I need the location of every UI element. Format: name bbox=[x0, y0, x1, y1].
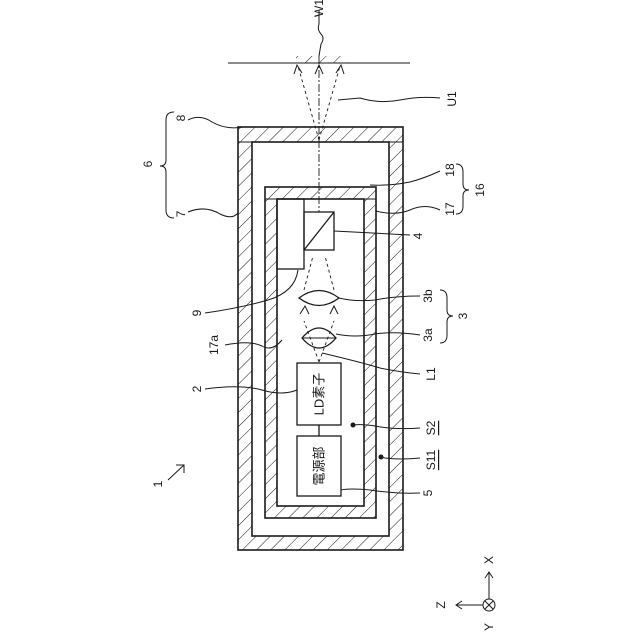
brace-housing bbox=[160, 112, 174, 218]
label-3a: 3a bbox=[421, 328, 435, 342]
ld-element-text: LD素子 bbox=[312, 373, 327, 416]
label-3b: 3b bbox=[421, 289, 435, 303]
beam-l1-left bbox=[304, 321, 319, 362]
label-17a: 17a bbox=[207, 335, 221, 355]
coordinate-axes: X Z Y bbox=[434, 556, 496, 631]
label-s2: S2 bbox=[424, 420, 438, 435]
beam-arrow-right bbox=[330, 306, 338, 314]
label-u1: U1 bbox=[445, 91, 459, 107]
brace-inner-housing bbox=[456, 164, 469, 214]
label-6: 6 bbox=[141, 160, 155, 167]
device-arrow bbox=[168, 465, 184, 480]
beam-u1-arrow-right bbox=[336, 65, 344, 74]
label-s11: S11 bbox=[424, 449, 438, 470]
reference-labels: W1 U1 8 6 7 18 17 16 4 9 3b 3 3a 17a L1 … bbox=[141, 0, 487, 496]
beam-l1-right bbox=[319, 321, 334, 362]
label-8: 8 bbox=[174, 114, 188, 121]
label-4: 4 bbox=[411, 232, 425, 239]
label-18: 18 bbox=[443, 163, 457, 177]
power-unit-block: 電源部 bbox=[297, 436, 341, 496]
prism bbox=[304, 212, 334, 250]
power-unit-text: 電源部 bbox=[312, 446, 327, 485]
label-9: 9 bbox=[190, 309, 204, 316]
label-1: 1 bbox=[151, 480, 165, 487]
label-3: 3 bbox=[456, 312, 470, 319]
beam-paths bbox=[294, 56, 344, 362]
beam-u1-arrow-left bbox=[294, 65, 302, 74]
label-5: 5 bbox=[421, 489, 435, 496]
beam-arrow-left bbox=[300, 306, 309, 314]
axis-label-z: Z bbox=[434, 601, 448, 608]
label-2: 2 bbox=[190, 385, 204, 392]
label-7: 7 bbox=[174, 210, 188, 217]
label-17: 17 bbox=[443, 202, 457, 216]
label-w1: W1 bbox=[312, 0, 326, 17]
axis-label-y: Y bbox=[482, 623, 496, 631]
ld-element-block: LD素子 bbox=[297, 363, 341, 425]
label-l1: L1 bbox=[424, 367, 438, 381]
lens-3b bbox=[299, 291, 339, 306]
brace-optical-system bbox=[440, 290, 453, 343]
part-9-block bbox=[277, 199, 304, 269]
label-16: 16 bbox=[473, 183, 487, 197]
axis-label-x: X bbox=[482, 556, 496, 564]
